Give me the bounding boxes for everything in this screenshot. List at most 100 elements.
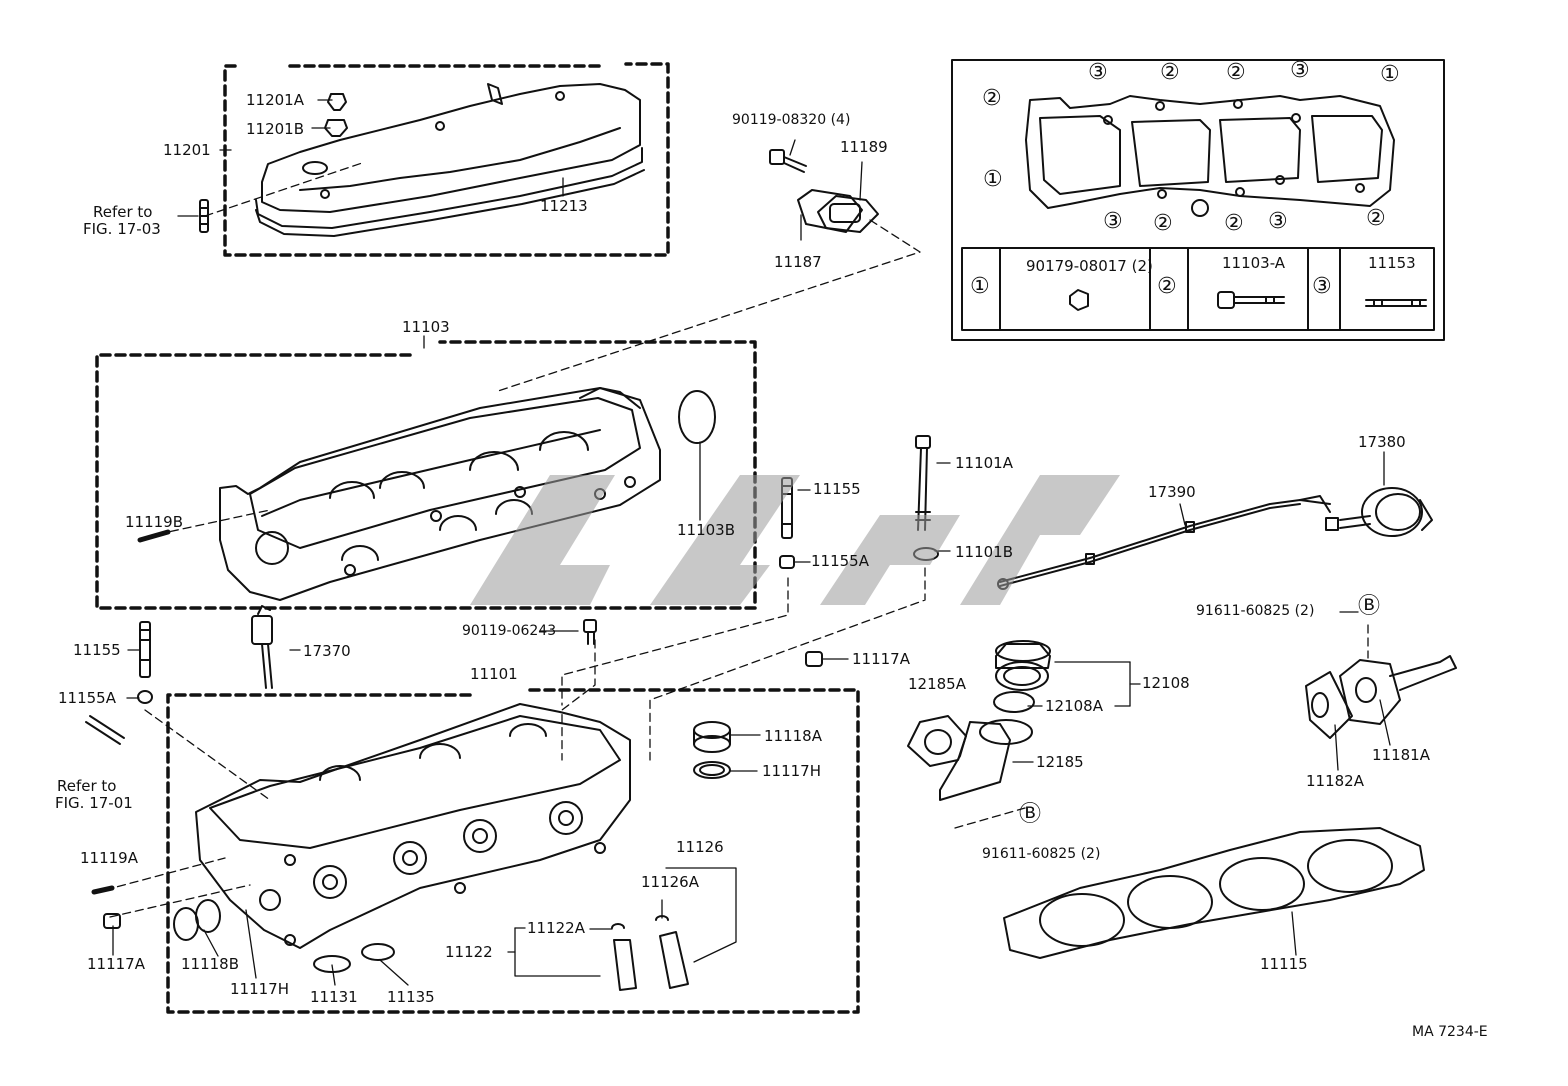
marker-1: ① [983, 167, 1003, 192]
label-11103B: 11103B [677, 521, 736, 539]
pin-icon [137, 529, 171, 543]
seal-icon [693, 721, 731, 779]
label-90119-08320: 90119-08320 (4) [732, 112, 851, 128]
group-box-cylinder-head [166, 688, 860, 1014]
plug-lower-icon [91, 885, 221, 941]
camshaft-housing-icon [219, 387, 661, 601]
table-marker-3: ③ [1312, 274, 1332, 299]
plug-icon [805, 651, 823, 667]
label-11117A-lower: 11117A [87, 955, 145, 973]
label-refer-1: Refer to [93, 203, 153, 221]
nut-icon [1069, 289, 1089, 311]
stud-lower-icon [137, 621, 153, 704]
leader-lines [112, 99, 1391, 986]
alignment-lines [104, 161, 1369, 918]
label-11187: 11187 [774, 253, 822, 271]
watermark-graphic [470, 475, 1120, 605]
marker-3: ③ [1103, 209, 1123, 234]
marker-3: ③ [1290, 58, 1310, 83]
label-11181A: 11181A [1372, 746, 1430, 764]
marker-b-lower: Ⓑ [1019, 802, 1042, 827]
valve-guide-icon [611, 915, 689, 991]
marker-3: ③ [1088, 60, 1108, 85]
label-11122A: 11122A [527, 919, 585, 937]
marker-2: ② [1366, 206, 1386, 231]
stud-icon [199, 199, 209, 233]
cylinder-head-icon [195, 703, 631, 949]
valve-cover-icon [255, 83, 645, 237]
marker-2: ② [982, 86, 1002, 111]
bolt-table-frame [951, 59, 1445, 341]
label-11131: 11131 [310, 988, 358, 1006]
label-11101B: 11101B [955, 543, 1014, 561]
label-17370: 17370 [303, 642, 351, 660]
label-12108: 12108 [1142, 674, 1190, 692]
label-11155A-lower: 11155A [58, 689, 116, 707]
label-11115: 11115 [1260, 955, 1308, 973]
label-91611-upper: 91611-60825 (2) [1196, 603, 1315, 619]
plate-gasket-icon [797, 189, 879, 233]
label-11119A: 11119A [80, 849, 138, 867]
label-11201B: 11201B [246, 120, 305, 138]
group-box-valve-cover [223, 62, 670, 257]
marker-b-upper: Ⓑ [1358, 594, 1381, 619]
label-11135: 11135 [387, 988, 435, 1006]
label-11189: 11189 [840, 138, 888, 156]
stud-bolt-icon [1365, 299, 1427, 307]
marker-3: ③ [1268, 209, 1288, 234]
label-11101A: 11101A [955, 454, 1013, 472]
label-11201A: 11201A [246, 91, 304, 109]
table-marker-1: ① [970, 274, 990, 299]
actuator-icon [1325, 487, 1433, 537]
water-outlet-icon [907, 640, 1051, 801]
head-gasket-icon [1003, 827, 1425, 959]
label-fig-17-01: FIG. 17-01 [55, 794, 133, 812]
label-11101: 11101 [470, 665, 518, 683]
label-11155-upper: 11155 [813, 480, 861, 498]
marker-2: ② [1226, 60, 1246, 85]
long-stud-icon [85, 715, 125, 745]
expansion-plug-icon [678, 390, 716, 444]
label-11126: 11126 [676, 838, 724, 856]
marker-2: ② [1153, 211, 1173, 236]
table-part-1: 90179-08017 (2) [1026, 257, 1153, 275]
small-bolt-icon [583, 619, 597, 645]
group-box-cylinder-head-housing [95, 340, 757, 610]
label-90119-06243: 90119-06243 [462, 623, 557, 639]
label-11201: 11201 [163, 141, 211, 159]
label-12185: 12185 [1036, 753, 1084, 771]
coolant-pipe-icon [1305, 655, 1457, 739]
marker-2: ② [1224, 211, 1244, 236]
label-11122: 11122 [445, 943, 493, 961]
label-11117A-upper: 11117A [852, 650, 910, 668]
label-17380: 17380 [1358, 433, 1406, 451]
label-17390: 17390 [1148, 483, 1196, 501]
intake-manifold-layout-icon [1025, 95, 1395, 217]
label-12108A: 12108A [1045, 697, 1103, 715]
bolt-icon [769, 149, 807, 173]
label-11118B: 11118B [181, 955, 240, 973]
label-11103: 11103 [402, 318, 450, 336]
label-12185A: 12185A [908, 675, 966, 693]
oil-cap-icon [324, 93, 348, 137]
marker-2: ② [1160, 60, 1180, 85]
label-11117H-lower: 11117H [230, 980, 289, 998]
figure-code: MA 7234-E [1412, 1024, 1488, 1040]
marker-1: ① [1380, 62, 1400, 87]
sensor-icon [251, 605, 273, 689]
label-11182A: 11182A [1306, 772, 1364, 790]
label-11126A: 11126A [641, 873, 699, 891]
table-part-3: 11153 [1368, 254, 1416, 272]
label-11213: 11213 [540, 197, 588, 215]
label-91611-lower: 91611-60825 (2) [982, 846, 1101, 862]
label-refer-2: Refer to [57, 777, 117, 795]
table-part-2: 11103-A [1222, 254, 1286, 272]
label-11117H-upper: 11117H [762, 762, 821, 780]
table-marker-2: ② [1157, 274, 1177, 299]
label-11155A-upper: 11155A [811, 552, 869, 570]
label-11119B: 11119B [125, 513, 184, 531]
label-11155-lower: 11155 [73, 641, 121, 659]
label-11118A: 11118A [764, 727, 822, 745]
